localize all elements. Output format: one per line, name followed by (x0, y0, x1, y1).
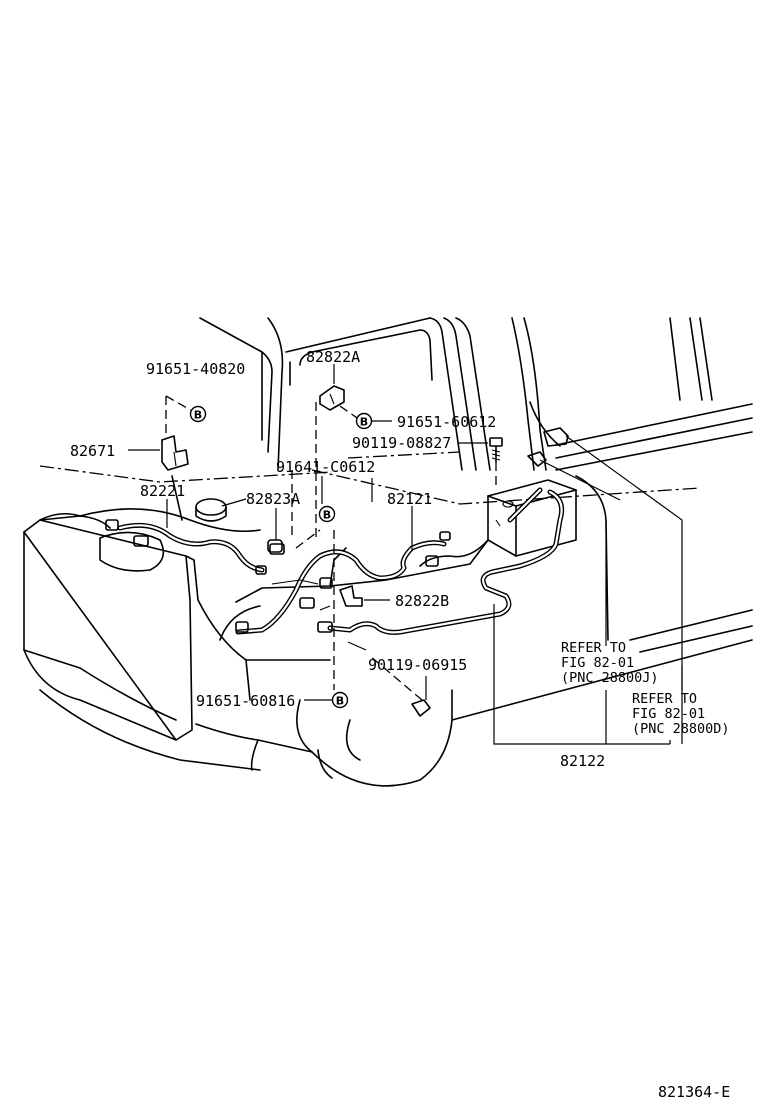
refer-note-line: FIG 82-01 (561, 655, 634, 671)
svg-text:B: B (194, 409, 202, 422)
svg-text:B: B (360, 416, 368, 429)
refer-note-line: (PNC 28800D) (632, 721, 730, 737)
grommet-82823A (267, 539, 283, 553)
bolt-90119-08827 (489, 437, 503, 490)
part-label-82822A: 82822A (306, 348, 360, 366)
clip-location-line (295, 529, 321, 549)
svg-text:B: B (323, 509, 331, 522)
refer-note-line: FIG 82-01 (632, 706, 705, 722)
refer-note-line: REFER TO (561, 640, 626, 656)
refer-note-line: REFER TO (632, 691, 697, 707)
battery-cable-harness (105, 487, 565, 651)
clamp-82822A (319, 385, 345, 411)
refer-note-28800J: REFER TO FIG 82-01 (PNC 28800J) (561, 640, 659, 686)
badge-b-91651-40820: B (189, 405, 207, 423)
part-label-90119-06915: 90119-06915 (368, 656, 467, 674)
terminal-clamps (527, 427, 569, 467)
part-label-90119-08827: 90119-08827 (352, 434, 451, 452)
washer-reservoir (39, 498, 227, 572)
part-label-91641-c0612: 91641-C0612 (276, 458, 375, 476)
part-label-91651-60816: 91651-60816 (196, 692, 295, 710)
part-label-82122: 82122 (560, 752, 605, 770)
part-label-82822B: 82822B (395, 592, 449, 610)
clamp-82822B (339, 585, 363, 607)
figure-id: 821364-E (658, 1083, 730, 1101)
badge-b-91641-c0612: B (318, 505, 336, 523)
bolt-90119-06915 (369, 655, 431, 717)
refer-note-line: (PNC 28800J) (561, 670, 659, 686)
vehicle-body-outline (23, 317, 753, 787)
part-label-82221: 82221 (140, 482, 185, 500)
svg-text:B: B (336, 695, 344, 708)
part-label-91651-60612: 91651-60612 (397, 413, 496, 431)
part-label-82121: 82121 (387, 490, 432, 508)
leader-lines (128, 364, 683, 745)
badge-b-91651-60816: B (331, 691, 349, 709)
badge-b-91651-60612: B (355, 412, 373, 430)
part-label-82823A: 82823A (246, 490, 300, 508)
part-label-82671: 82671 (70, 442, 115, 460)
refer-note-28800D: REFER TO FIG 82-01 (PNC 28800D) (632, 691, 730, 737)
part-label-91651-40820: 91651-40820 (146, 360, 245, 378)
bracket-82671 (161, 395, 195, 471)
